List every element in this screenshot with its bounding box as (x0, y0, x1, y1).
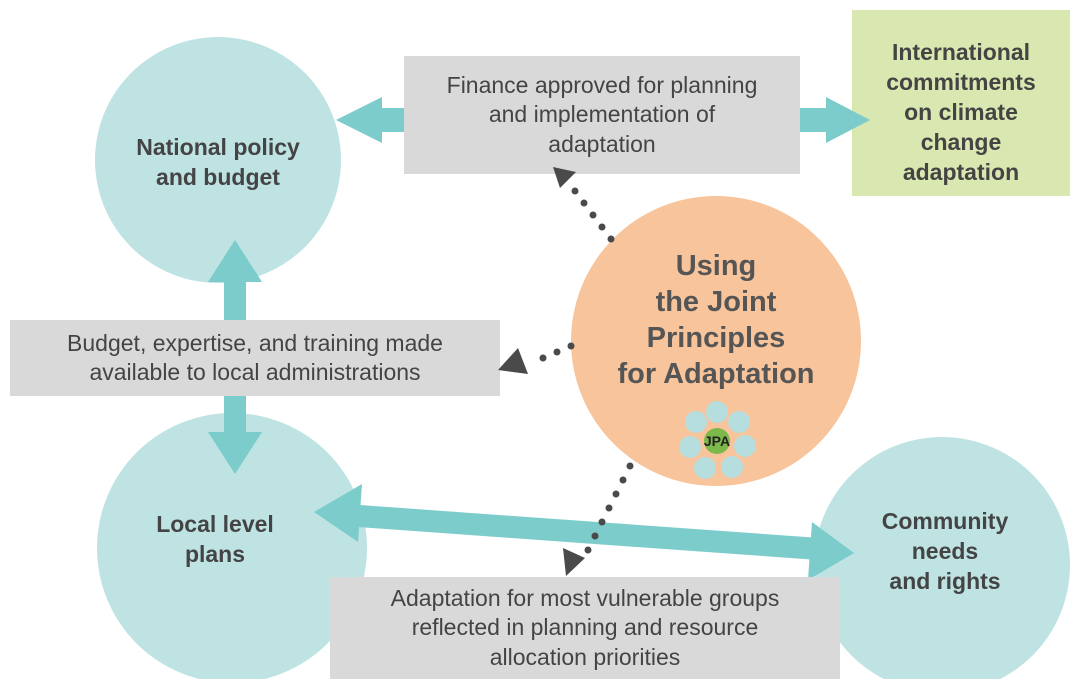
national-policy-circle (95, 37, 341, 283)
international-box (852, 10, 1070, 196)
jpa-petal (706, 401, 728, 423)
jpa-logo (679, 401, 756, 479)
budget-box (10, 320, 500, 396)
budget-box-text: Budget, expertise, and training made ava… (67, 329, 443, 385)
arrow-to-international (800, 97, 870, 143)
jpa-petal (728, 411, 750, 433)
jpa-petal (679, 436, 701, 458)
center-circle (571, 196, 861, 486)
jpa-petal (694, 457, 716, 479)
vulnerable-groups-box-text: Adaptation for most vulnerable groups re… (390, 585, 780, 670)
finance-box-text: Finance approved for planning and implem… (446, 72, 758, 157)
dotted-connector-vulnerable (563, 462, 634, 576)
community-circle (814, 437, 1070, 679)
jpa-petal (734, 435, 756, 457)
local-plans-circle (97, 413, 367, 679)
jpa-petal (685, 411, 707, 433)
jpa-logo-core (704, 428, 730, 454)
center-title: Using the Joint Principles for Adaptatio… (617, 249, 815, 391)
jpa-logo-text: JPA (703, 433, 731, 449)
dotted-connector-finance (553, 167, 615, 243)
community-needs-label: Community needs and rights (881, 508, 1009, 594)
jpa-petal (721, 456, 743, 478)
vulnerable-groups-box (330, 577, 840, 679)
dotted-connector-budget (498, 342, 575, 374)
local-plans-label: Local level plans (156, 511, 274, 567)
international-commitments-label: International commitments on climate cha… (886, 39, 1036, 185)
national-policy-label: National policy and budget (136, 134, 300, 190)
arrow-local-community (314, 484, 854, 580)
finance-box (404, 56, 800, 174)
